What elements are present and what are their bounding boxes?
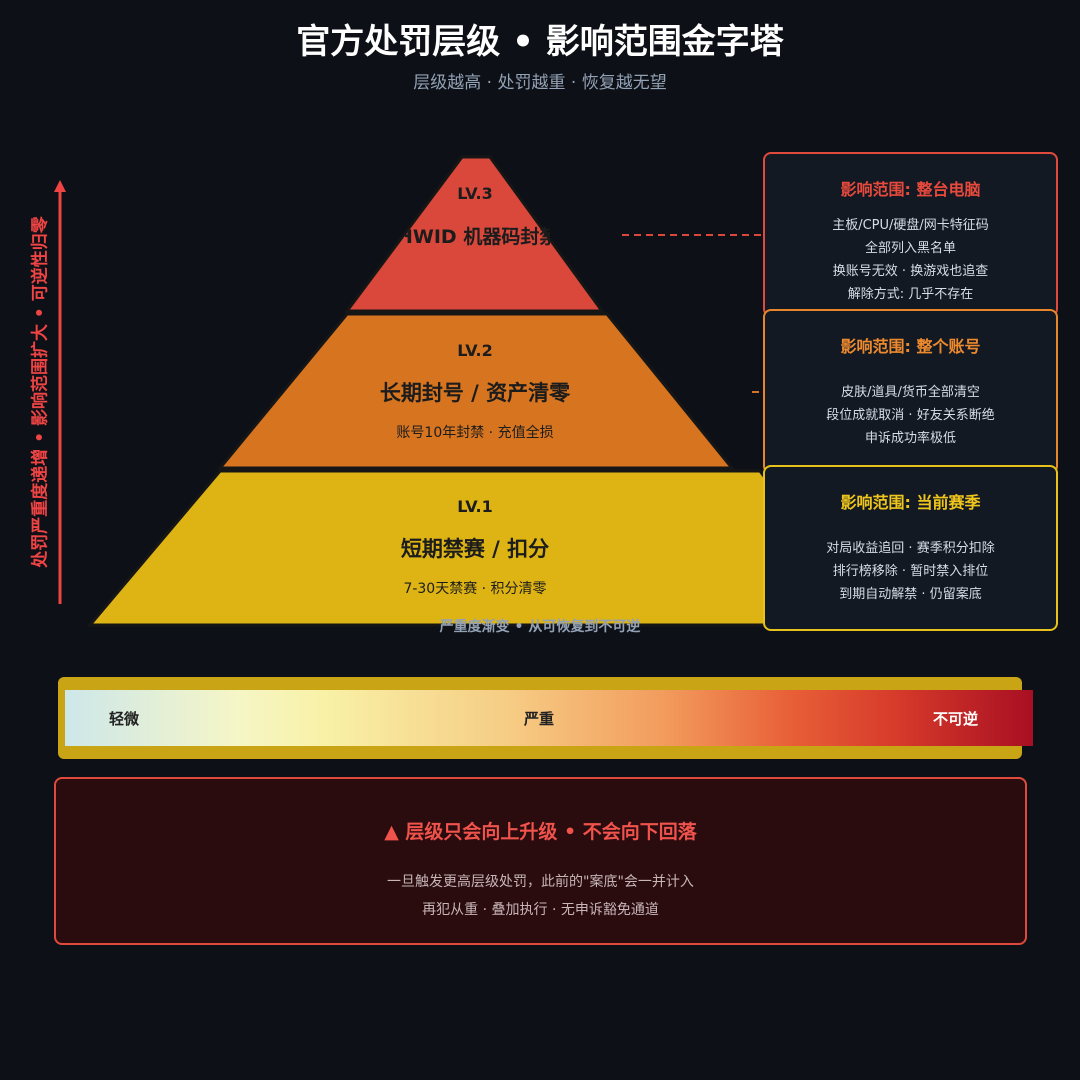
page-subtitle: 层级越高 · 处罚越重 · 恢复越无望 xyxy=(413,73,667,93)
tier-lv2-name: 长期封号 / 资产清零 xyxy=(379,381,571,405)
tier-lv1-name: 短期禁赛 / 扣分 xyxy=(400,537,550,561)
severity-axis-label: 处罚严重度递增 • 影响范围扩大 • 可逆性归零 xyxy=(30,216,51,568)
scale-label-irreversible: 不可逆 xyxy=(933,710,979,728)
scope-card-line: 排行榜移除 · 暂时禁入排位 xyxy=(832,564,989,579)
scope-card-line: 解除方式: 几乎不存在 xyxy=(847,287,974,302)
tier-lv2-level: LV.2 xyxy=(457,341,493,360)
scope-card-line: 对局收益追回 · 赛季积分扣除 xyxy=(826,541,995,556)
severity-arrow-icon xyxy=(54,180,66,604)
scope-card-lv2: 影响范围: 整个账号 皮肤/道具/货币全部清空 段位成就取消 · 好友关系断绝 … xyxy=(763,309,1058,474)
scale-label-mild: 轻微 xyxy=(109,710,140,728)
tier-lv3-level: LV.3 xyxy=(457,184,493,203)
scope-card-line: 段位成就取消 · 好友关系断绝 xyxy=(826,408,995,423)
scope-card-line: 主板/CPU/硬盘/网卡特征码 xyxy=(832,218,989,233)
scale-label-severe: 严重 xyxy=(524,710,555,728)
pyramid-caption: 严重度渐变 • 从可恢复到不可逆 xyxy=(439,619,641,635)
scope-card-lv1: 影响范围: 当前赛季 对局收益追回 · 赛季积分扣除 排行榜移除 · 暂时禁入排… xyxy=(763,465,1058,631)
scope-card-lv3-title: 影响范围: 整台电脑 xyxy=(840,180,981,199)
warning-title: ▲ 层级只会向上升级 • 不会向下回落 xyxy=(384,821,697,843)
tier-lv2-desc: 账号10年封禁 · 充值全损 xyxy=(396,425,554,441)
escalation-warning-box: ▲ 层级只会向上升级 • 不会向下回落 一旦触发更高层级处罚，此前的"案底"会一… xyxy=(54,777,1027,945)
warning-line: 一旦触发更高层级处罚，此前的"案底"会一并计入 xyxy=(387,874,694,890)
severity-scale-bar xyxy=(65,690,1033,746)
tier-lv3-name: HWID 机器码封禁 xyxy=(405,226,550,248)
tier-lv1-desc: 7-30天禁赛 · 积分清零 xyxy=(403,581,547,597)
scope-card-lv2-title: 影响范围: 整个账号 xyxy=(840,337,981,356)
scope-card-lv3: 影响范围: 整台电脑 主板/CPU/硬盘/网卡特征码 全部列入黑名单 换账号无效… xyxy=(763,152,1058,317)
tier-lv1-level: LV.1 xyxy=(457,497,493,516)
scope-card-lv1-title: 影响范围: 当前赛季 xyxy=(840,493,981,512)
scope-card-line: 皮肤/道具/货币全部清空 xyxy=(841,385,980,400)
tier-lv3-name-clip: HWID 机器码封禁 xyxy=(405,220,550,254)
scope-card-line: 到期自动解禁 · 仍留案底 xyxy=(839,587,982,602)
page-title: 官方处罚层级 • 影响范围金字塔 xyxy=(296,22,784,62)
scope-card-line: 换账号无效 · 换游戏也追查 xyxy=(832,264,989,279)
warning-line: 再犯从重 · 叠加执行 · 无申诉豁免通道 xyxy=(422,902,659,918)
scope-card-line: 申诉成功率极低 xyxy=(864,431,956,446)
scope-card-line: 全部列入黑名单 xyxy=(864,241,956,256)
